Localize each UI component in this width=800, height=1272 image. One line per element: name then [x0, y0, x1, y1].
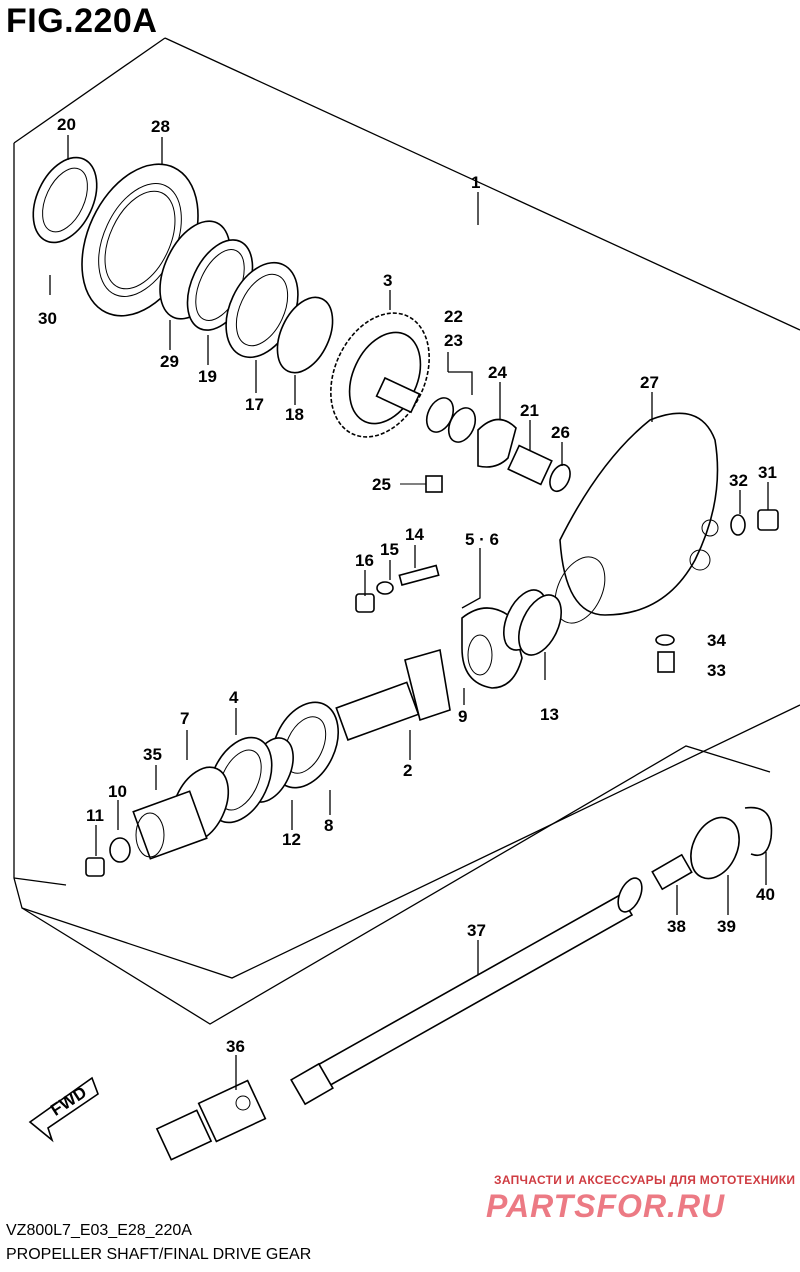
- nut-16: [355, 593, 375, 613]
- callout-37: 37: [467, 921, 486, 940]
- drive-pinion-2: [335, 648, 451, 741]
- bolt-25: [400, 475, 443, 493]
- callout-32: 32: [729, 471, 748, 490]
- callout-33: 33: [707, 661, 726, 680]
- watermark-tagline: ЗАПЧАСТИ И АКСЕССУАРЫ ДЛЯ МОТОТЕХНИКИ: [494, 1173, 796, 1187]
- callout-21: 21: [520, 401, 539, 420]
- watermark-logo: PARTSFOR.RU: [486, 1188, 726, 1224]
- leader-lines: [49, 135, 769, 1090]
- model-code: VZ800L7_E03_E28_220A: [6, 1222, 192, 1239]
- washer-10: [109, 837, 131, 863]
- propeller-shaft-37: [290, 877, 643, 1106]
- fwd-arrow: FWD: [28, 1076, 99, 1143]
- callout-30: 30: [38, 309, 57, 328]
- callout-28: 28: [151, 117, 170, 136]
- callout-3: 3: [383, 271, 392, 290]
- stopper-24: [477, 418, 517, 468]
- circlip-40: [744, 806, 773, 857]
- final-gear-case-27: [554, 412, 719, 624]
- callout-20: 20: [57, 115, 76, 134]
- gasket-32: [730, 514, 746, 536]
- o-ring-13: [503, 589, 562, 656]
- callout-31: 31: [758, 463, 777, 482]
- callout-13: 13: [540, 705, 559, 724]
- diagram-caption: PROPELLER SHAFT/FINAL DRIVE GEAR: [6, 1246, 312, 1263]
- callout-38: 38: [667, 917, 686, 936]
- callout-17: 17: [245, 395, 264, 414]
- universal-joint-36: [155, 1079, 267, 1161]
- shim-18: [276, 296, 334, 374]
- callout-11: 11: [86, 806, 104, 825]
- callout-7: 7: [180, 709, 189, 728]
- callout-29: 29: [160, 352, 179, 371]
- washer-15: [376, 581, 394, 595]
- callout-labels: 1 2 3 4 5 · 6 7 8 9 10 11 12 13 14 15 16…: [38, 115, 777, 1056]
- callout-23: 23: [444, 331, 463, 350]
- callout-18: 18: [285, 405, 304, 424]
- callout-22: 22: [444, 307, 463, 326]
- callout-35: 35: [143, 745, 162, 764]
- figure-title: FIG.220A: [6, 2, 158, 40]
- spacer-26: [549, 463, 571, 493]
- callout-5-6: 5 · 6: [465, 530, 499, 549]
- washer-34: [655, 634, 675, 646]
- bolt-33: [657, 651, 675, 673]
- coupling-35: [132, 790, 208, 860]
- callout-24: 24: [488, 363, 507, 382]
- plug-31: [757, 509, 779, 531]
- callout-36: 36: [226, 1037, 245, 1056]
- callout-4: 4: [229, 688, 239, 707]
- callout-12: 12: [282, 830, 301, 849]
- assembly-outline-top: [13, 37, 166, 144]
- callout-2: 2: [403, 761, 412, 780]
- callout-19: 19: [198, 367, 217, 386]
- ring-gear-3: [330, 312, 430, 438]
- callout-26: 26: [551, 423, 570, 442]
- assembly-outline-top-right: [164, 37, 800, 331]
- callout-27: 27: [640, 373, 659, 392]
- shims-22-23: [425, 397, 477, 443]
- nut-11: [85, 857, 105, 877]
- callout-14: 14: [405, 525, 424, 544]
- callout-39: 39: [717, 917, 736, 936]
- oil-seal-20: [32, 156, 98, 244]
- callout-25: 25: [372, 475, 391, 494]
- callout-9: 9: [458, 707, 467, 726]
- callout-8: 8: [324, 816, 333, 835]
- callout-40: 40: [756, 885, 775, 904]
- spring-seat-39: [690, 816, 740, 880]
- spring-38: [651, 853, 693, 891]
- callout-16: 16: [355, 551, 374, 570]
- stud-14: [398, 564, 440, 586]
- bearing-21: [507, 444, 553, 486]
- assembly-outline-bottom-left: [13, 877, 67, 886]
- callout-1: 1: [471, 173, 480, 192]
- shaft-outline: [21, 745, 771, 1025]
- callout-10: 10: [108, 782, 127, 801]
- callout-34: 34: [707, 631, 726, 650]
- callout-15: 15: [380, 540, 399, 559]
